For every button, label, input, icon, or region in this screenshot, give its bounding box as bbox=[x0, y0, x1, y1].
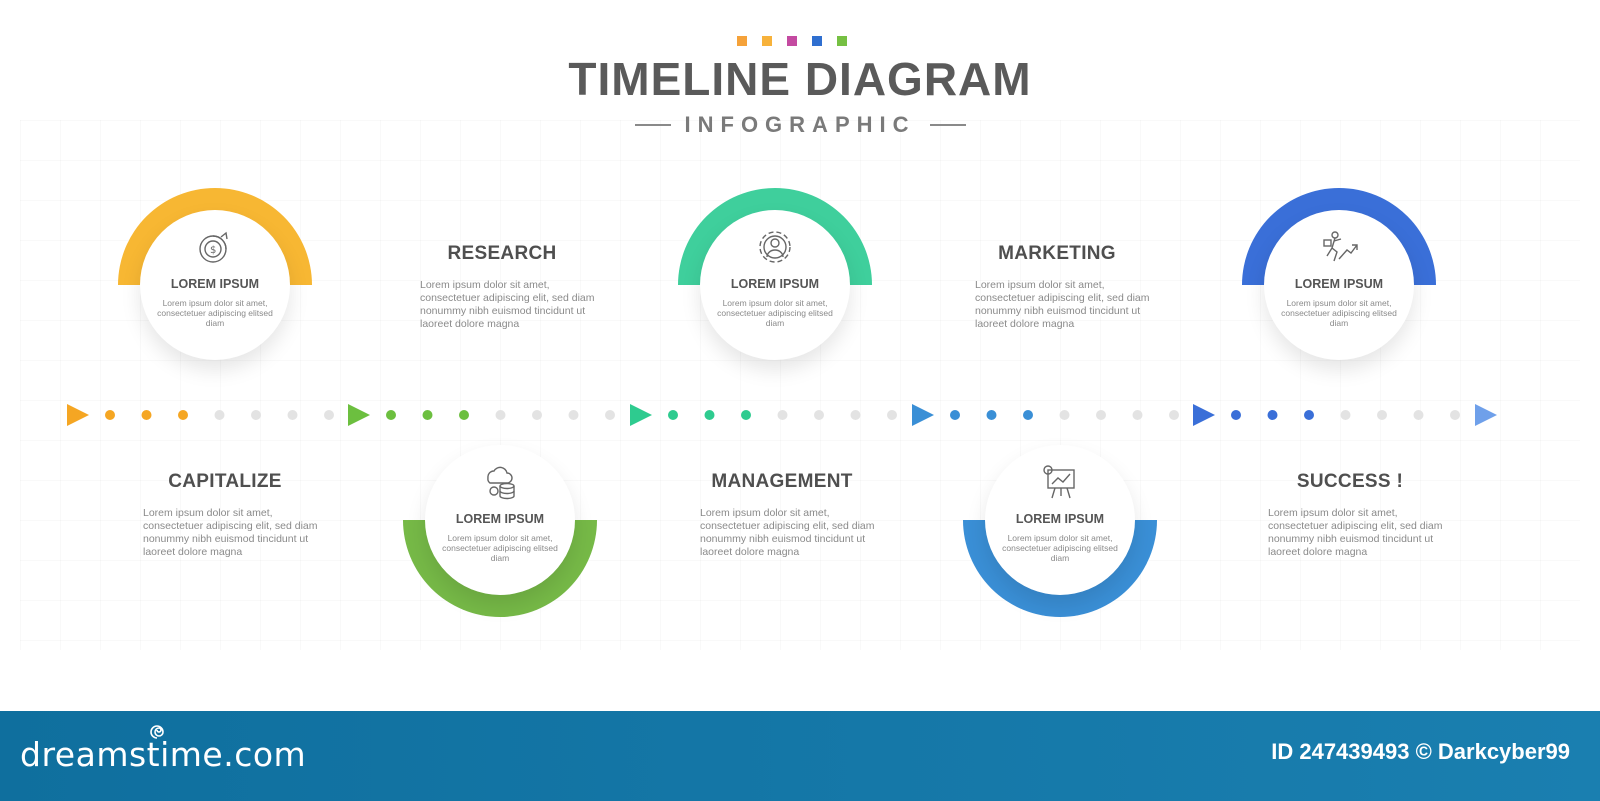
label-research: RESEARCH Lorem ipsum dolor sit amet, con… bbox=[402, 243, 602, 331]
footer-brand: dreamstime.com bbox=[20, 735, 307, 774]
milestone-1: $ LOREM IPSUM Lorem ipsum dolor sit amet… bbox=[118, 188, 312, 382]
label-text: Lorem ipsum dolor sit amet, consectetuer… bbox=[700, 507, 875, 558]
timeline-dot bbox=[178, 410, 188, 420]
timeline-dot bbox=[741, 410, 751, 420]
subtitle-divider-right bbox=[929, 124, 966, 126]
milestone-circle: LOREM IPSUM Lorem ipsum dolor sit amet, … bbox=[985, 445, 1135, 595]
label-title: SUCCESS ! bbox=[1296, 471, 1404, 492]
milestone-circle: LOREM IPSUM Lorem ipsum dolor sit amet, … bbox=[1264, 210, 1414, 360]
timeline-arrow-icon bbox=[67, 404, 89, 426]
subtitle-row: INFOGRAPHIC bbox=[0, 112, 1600, 138]
timeline-dot bbox=[105, 410, 115, 420]
timeline-dot bbox=[1340, 410, 1351, 420]
svg-text:$: $ bbox=[210, 245, 216, 256]
cloud-database-icon bbox=[480, 462, 520, 502]
timeline-dot bbox=[287, 410, 298, 420]
page-title: TIMELINE DIAGRAM bbox=[568, 53, 1032, 105]
milestone-text: Lorem ipsum dolor sit amet, consectetuer… bbox=[717, 298, 833, 328]
label-text: Lorem ipsum dolor sit amet, consectetuer… bbox=[1268, 507, 1443, 558]
footer-id: ID 247439493 © Darkcyber99 bbox=[1271, 739, 1570, 764]
label-text: Lorem ipsum dolor sit amet, consectetuer… bbox=[143, 507, 318, 558]
milestone-circle: LOREM IPSUM Lorem ipsum dolor sit amet, … bbox=[425, 445, 575, 595]
timeline-end-arrow-icon bbox=[1475, 404, 1497, 426]
timeline-dot bbox=[777, 410, 788, 420]
accent-square bbox=[737, 36, 747, 46]
timeline-track bbox=[67, 404, 1497, 426]
timeline-dot bbox=[324, 410, 334, 420]
timeline-dot bbox=[1231, 410, 1241, 420]
label-capitalize: CAPITALIZE Lorem ipsum dolor sit amet, c… bbox=[125, 471, 325, 559]
timeline-dot bbox=[1377, 410, 1387, 420]
timeline-dot bbox=[141, 410, 152, 420]
milestone-4: LOREM IPSUM Lorem ipsum dolor sit amet, … bbox=[963, 423, 1157, 617]
timeline-dot bbox=[459, 410, 469, 420]
accent-square bbox=[837, 36, 847, 46]
milestone-text: Lorem ipsum dolor sit amet, consectetuer… bbox=[1281, 298, 1397, 328]
milestone-circle: $ LOREM IPSUM Lorem ipsum dolor sit amet… bbox=[140, 210, 290, 360]
timeline-dot bbox=[1304, 410, 1314, 420]
gear-person-icon bbox=[755, 227, 795, 267]
milestone-heading: LOREM IPSUM bbox=[455, 512, 545, 526]
timeline-arrow-icon bbox=[912, 404, 934, 426]
timeline-dot bbox=[1413, 410, 1424, 420]
label-text: Lorem ipsum dolor sit amet, consectetuer… bbox=[975, 279, 1150, 330]
milestone-text: Lorem ipsum dolor sit amet, consectetuer… bbox=[442, 533, 558, 563]
timeline-dot bbox=[1169, 410, 1179, 420]
label-management: MANAGEMENT Lorem ipsum dolor sit amet, c… bbox=[682, 471, 882, 559]
timeline-dot bbox=[1023, 410, 1033, 420]
label-title: MARKETING bbox=[998, 243, 1116, 264]
timeline-dot bbox=[950, 410, 960, 420]
accent-squares bbox=[737, 36, 847, 46]
milestone-heading: LOREM IPSUM bbox=[730, 277, 820, 291]
timeline-dot bbox=[814, 410, 824, 420]
page-subtitle: INFOGRAPHIC bbox=[684, 112, 916, 137]
label-title: RESEARCH bbox=[447, 243, 557, 264]
label-text: Lorem ipsum dolor sit amet, consectetuer… bbox=[420, 279, 595, 330]
accent-square bbox=[787, 36, 797, 46]
businessman-growth-icon bbox=[1319, 227, 1359, 267]
timeline-arrow-icon bbox=[1193, 404, 1215, 426]
timeline-dot bbox=[850, 410, 861, 420]
milestone-text: Lorem ipsum dolor sit amet, consectetuer… bbox=[1002, 533, 1118, 563]
dreamstime-logo-icon bbox=[148, 723, 166, 746]
timeline-dot bbox=[1096, 410, 1106, 420]
label-title: CAPITALIZE bbox=[168, 471, 282, 492]
milestone-text: Lorem ipsum dolor sit amet, consectetuer… bbox=[157, 298, 273, 328]
timeline-dot bbox=[668, 410, 678, 420]
timeline-dot bbox=[1132, 410, 1143, 420]
milestone-3: LOREM IPSUM Lorem ipsum dolor sit amet, … bbox=[678, 188, 872, 382]
dollar-chart-icon: $ bbox=[195, 227, 235, 267]
label-marketing: MARKETING Lorem ipsum dolor sit amet, co… bbox=[957, 243, 1157, 331]
timeline-dot bbox=[1267, 410, 1278, 420]
timeline-dot bbox=[986, 410, 997, 420]
milestone-5: LOREM IPSUM Lorem ipsum dolor sit amet, … bbox=[1242, 188, 1436, 382]
label-title: MANAGEMENT bbox=[711, 471, 853, 492]
timeline-dot bbox=[495, 410, 506, 420]
subtitle-divider-left bbox=[634, 124, 671, 126]
milestone-circle: LOREM IPSUM Lorem ipsum dolor sit amet, … bbox=[700, 210, 850, 360]
infographic-canvas: TIMELINE DIAGRAM INFOGRAPHIC $ LOREM IPS… bbox=[0, 36, 1600, 650]
timeline-dot bbox=[214, 410, 225, 420]
label-success: SUCCESS ! Lorem ipsum dolor sit amet, co… bbox=[1250, 471, 1450, 559]
timeline-dot bbox=[605, 410, 615, 420]
accent-square bbox=[812, 36, 822, 46]
accent-square bbox=[762, 36, 772, 46]
footer-bar: dreamstime.com ID 247439493 © Darkcyber9… bbox=[0, 711, 1600, 801]
milestone-2: LOREM IPSUM Lorem ipsum dolor sit amet, … bbox=[403, 423, 597, 617]
timeline-dot bbox=[386, 410, 396, 420]
timeline-dot bbox=[887, 410, 897, 420]
timeline-dot bbox=[532, 410, 542, 420]
timeline-arrow-icon bbox=[630, 404, 652, 426]
timeline-dot bbox=[251, 410, 261, 420]
timeline-arrow-icon bbox=[348, 404, 370, 426]
presentation-board-icon bbox=[1040, 462, 1080, 502]
timeline-dot bbox=[1450, 410, 1460, 420]
timeline-dot bbox=[1059, 410, 1070, 420]
timeline-dot bbox=[704, 410, 715, 420]
milestone-heading: LOREM IPSUM bbox=[170, 277, 260, 291]
milestone-heading: LOREM IPSUM bbox=[1294, 277, 1384, 291]
timeline-dot bbox=[422, 410, 433, 420]
timeline-dot bbox=[568, 410, 579, 420]
milestone-heading: LOREM IPSUM bbox=[1015, 512, 1105, 526]
